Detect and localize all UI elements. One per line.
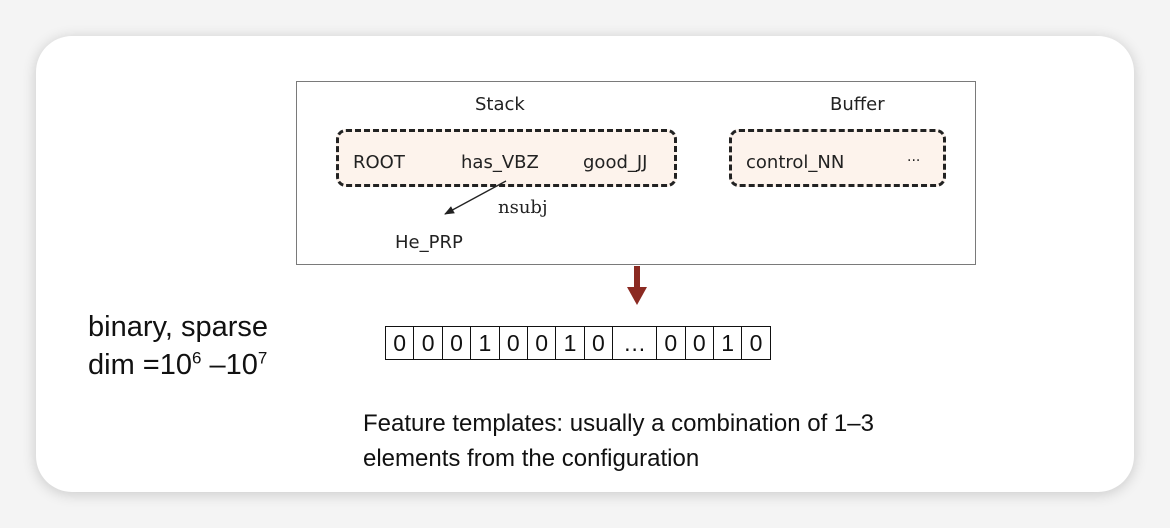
buffer-heading: Buffer bbox=[830, 94, 885, 115]
vector-cell: 0 bbox=[584, 326, 614, 360]
vector-cell: 0 bbox=[386, 326, 415, 360]
dim-exponent-low: 6 bbox=[191, 348, 202, 368]
vector-cell: 0 bbox=[527, 326, 557, 360]
vector-cell: 0 bbox=[685, 326, 714, 360]
vector-cell: 0 bbox=[442, 326, 472, 360]
vector-cell: 0 bbox=[657, 326, 686, 360]
stack-heading: Stack bbox=[475, 94, 525, 115]
dependency-arrow bbox=[444, 180, 507, 215]
dim-exponent-high: 7 bbox=[257, 348, 268, 368]
vector-cell: 1 bbox=[713, 326, 743, 360]
dim-prefix: dim =10 bbox=[88, 349, 192, 381]
binary-sparse-label: binary, sparse bbox=[88, 308, 268, 346]
vector-cell: 1 bbox=[471, 326, 500, 360]
stack-item-root: ROOT bbox=[353, 152, 405, 173]
down-arrow-icon bbox=[627, 266, 647, 305]
feature-templates-caption: Feature templates: usually a combination… bbox=[363, 406, 874, 476]
vector-cell: 0 bbox=[742, 326, 771, 360]
caption-line-1: Feature templates: usually a combination… bbox=[363, 410, 874, 437]
buffer-item-ellipsis: ... bbox=[907, 149, 921, 165]
vector-cell: 0 bbox=[499, 326, 528, 360]
stack-item-has-vbz: has_VBZ bbox=[461, 152, 539, 173]
vector-cell: 1 bbox=[556, 326, 585, 360]
binary-sparse-text: binary, sparse bbox=[88, 311, 268, 343]
dim-dash: –10 bbox=[201, 349, 258, 381]
dimension-label: dim =106 –107 bbox=[88, 346, 267, 384]
vector-cell-ellipsis: … bbox=[613, 326, 658, 360]
caption-line-2: elements from the configuration bbox=[363, 445, 700, 472]
stack-group bbox=[336, 129, 677, 187]
feature-vector: 0 0 0 1 0 0 1 0 … 0 0 1 0 bbox=[385, 326, 771, 360]
buffer-group bbox=[729, 129, 946, 187]
vector-cell: 0 bbox=[414, 326, 443, 360]
buffer-item-control-nn: control_NN bbox=[746, 152, 845, 173]
arc-label-nsubj: nsubj bbox=[498, 197, 548, 218]
dependent-he-prp: He_PRP bbox=[395, 232, 463, 253]
stack-item-good-jj: good_JJ bbox=[583, 152, 648, 173]
